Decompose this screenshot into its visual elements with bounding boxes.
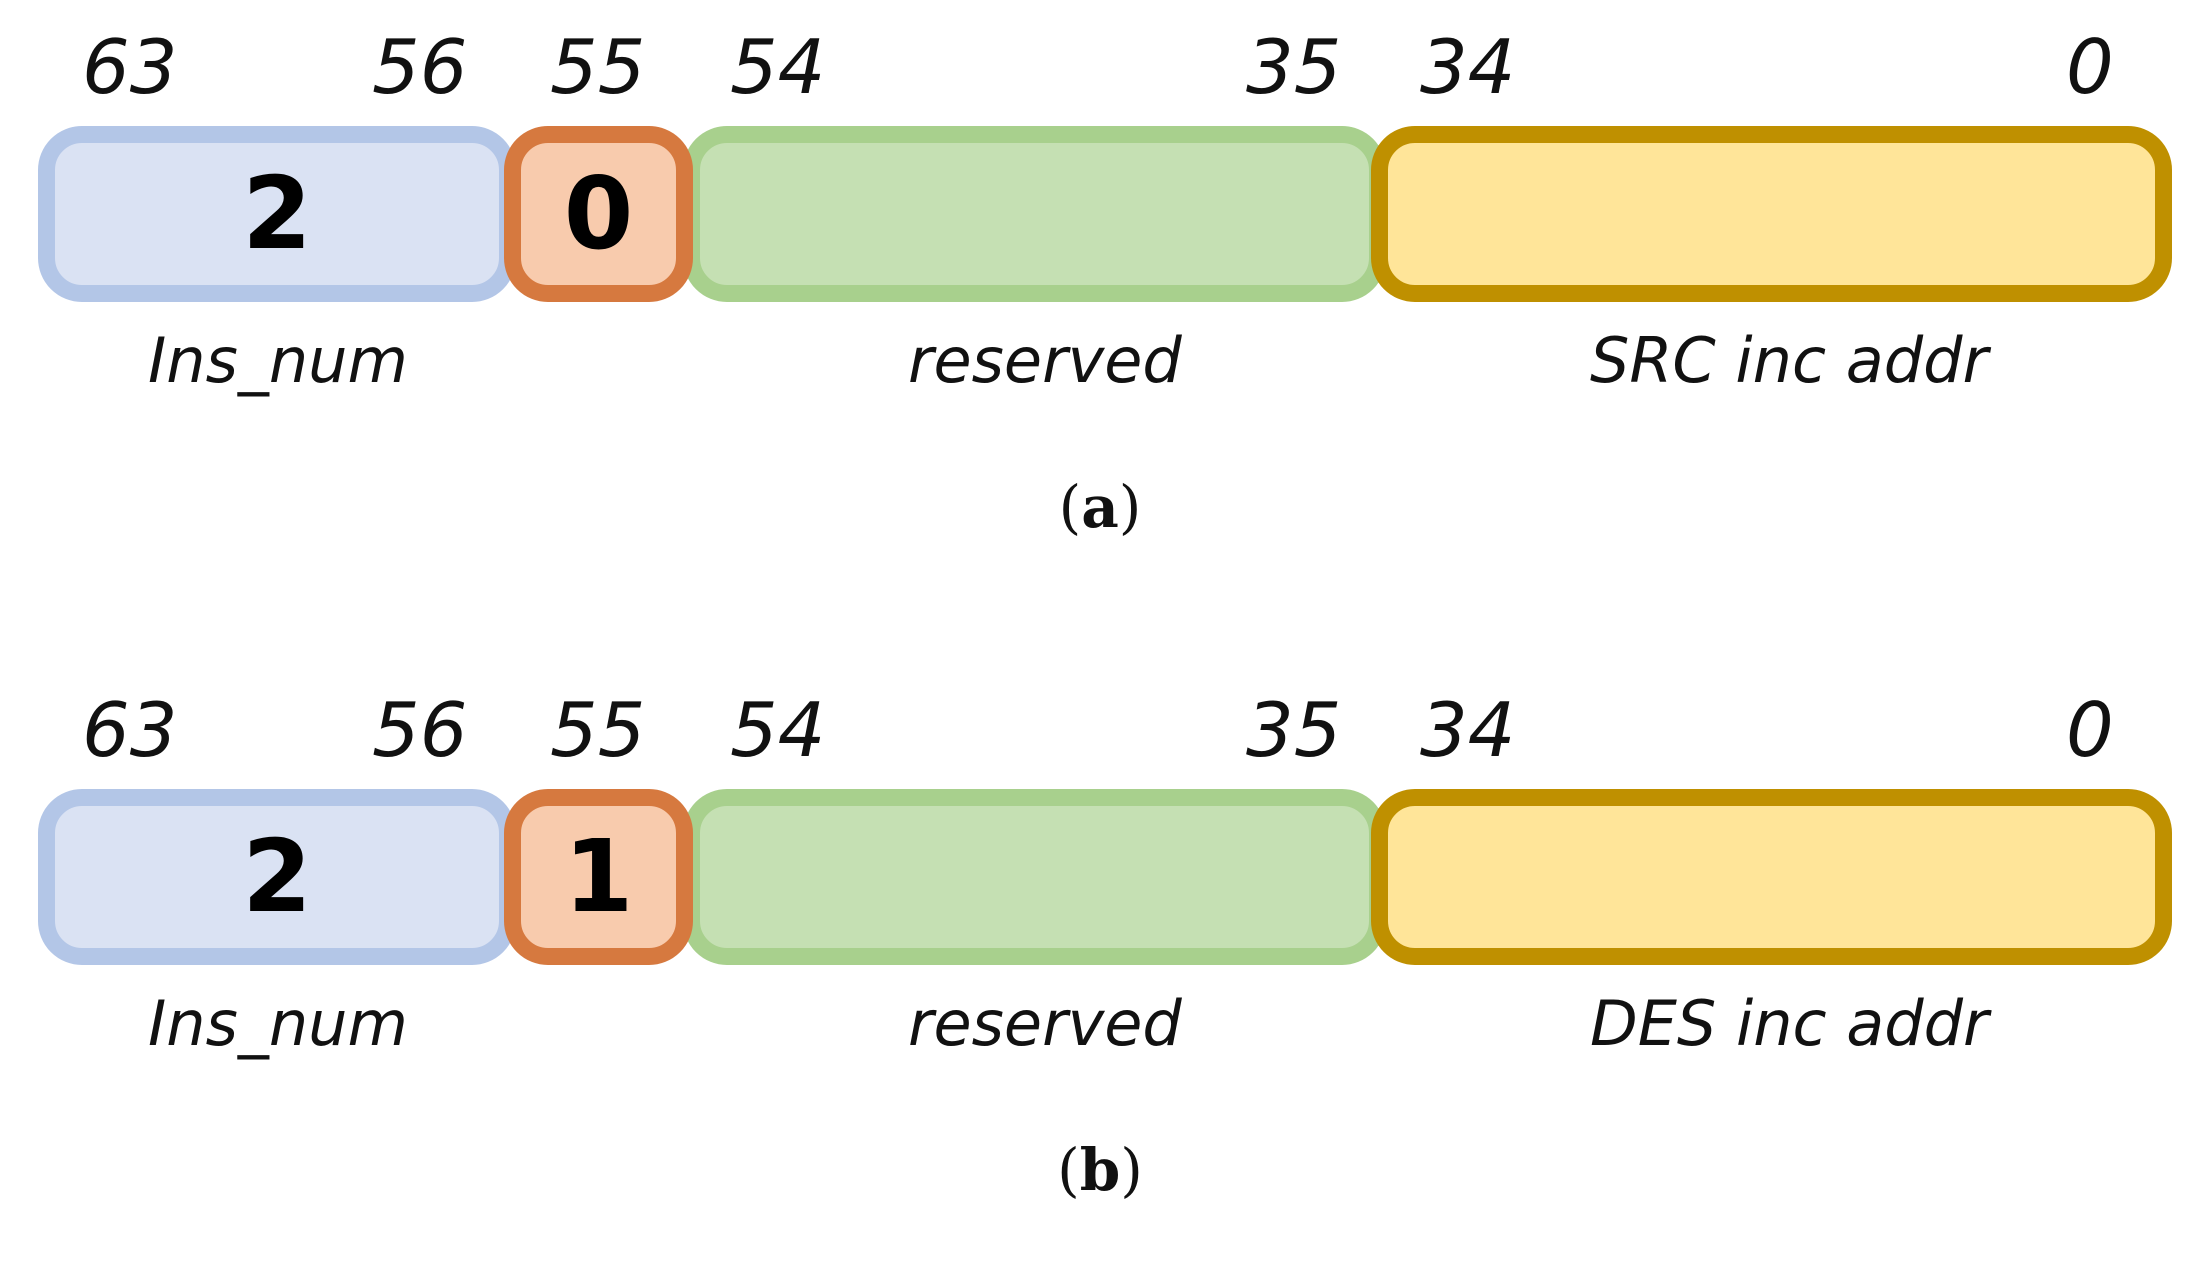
bit-label-35: 35 [1246, 686, 1342, 774]
caption-open: ( [1057, 1136, 1080, 1204]
reserved-field [683, 789, 1386, 965]
des-inc-addr-field [1371, 789, 2172, 965]
opcode-value: 0 [563, 155, 634, 272]
bit-label-63: 63 [82, 686, 178, 774]
reserved-field [683, 126, 1386, 302]
bit-label-35: 35 [1246, 23, 1342, 111]
bit-label-34: 34 [1420, 23, 1516, 111]
caption-close: ) [1120, 1136, 1143, 1204]
opcode-field: 1 [504, 789, 693, 965]
bit-label-55: 55 [550, 23, 646, 111]
src-inc-addr-label: SRC inc addr [1590, 324, 1988, 397]
bit-label-34: 34 [1420, 686, 1516, 774]
caption-open: ( [1058, 473, 1082, 541]
opcode-field: 0 [504, 126, 693, 302]
ins-num-value: 2 [242, 818, 312, 935]
ins-num-value: 2 [242, 155, 312, 272]
instruction-format-a: 63 56 55 54 35 34 0 2 0 Ins_num reserved… [0, 0, 2200, 620]
bit-label-55: 55 [550, 686, 646, 774]
opcode-value: 1 [563, 818, 634, 935]
bit-label-56: 56 [372, 23, 468, 111]
instruction-format-b: 63 56 55 54 35 34 0 2 1 Ins_num reserved… [0, 663, 2200, 1283]
bit-label-56: 56 [372, 686, 468, 774]
reserved-label: reserved [908, 324, 1182, 397]
src-inc-addr-field [1371, 126, 2172, 302]
ins-num-label: Ins_num [148, 324, 408, 397]
caption-close: ) [1118, 473, 1142, 541]
ins-num-label: Ins_num [148, 987, 408, 1060]
bit-label-0: 0 [2066, 23, 2114, 111]
des-inc-addr-label: DES inc addr [1590, 987, 1989, 1060]
bit-label-63: 63 [82, 23, 178, 111]
caption-b: (b) [0, 1141, 2200, 1199]
caption-letter: b [1079, 1136, 1121, 1204]
caption-a: (a) [0, 478, 2200, 536]
bit-label-54: 54 [730, 686, 826, 774]
ins-num-field: 2 [38, 126, 516, 302]
bit-label-0: 0 [2066, 686, 2114, 774]
reserved-label: reserved [908, 987, 1182, 1060]
ins-num-field: 2 [38, 789, 516, 965]
caption-letter: a [1081, 473, 1119, 541]
bit-label-54: 54 [730, 23, 826, 111]
